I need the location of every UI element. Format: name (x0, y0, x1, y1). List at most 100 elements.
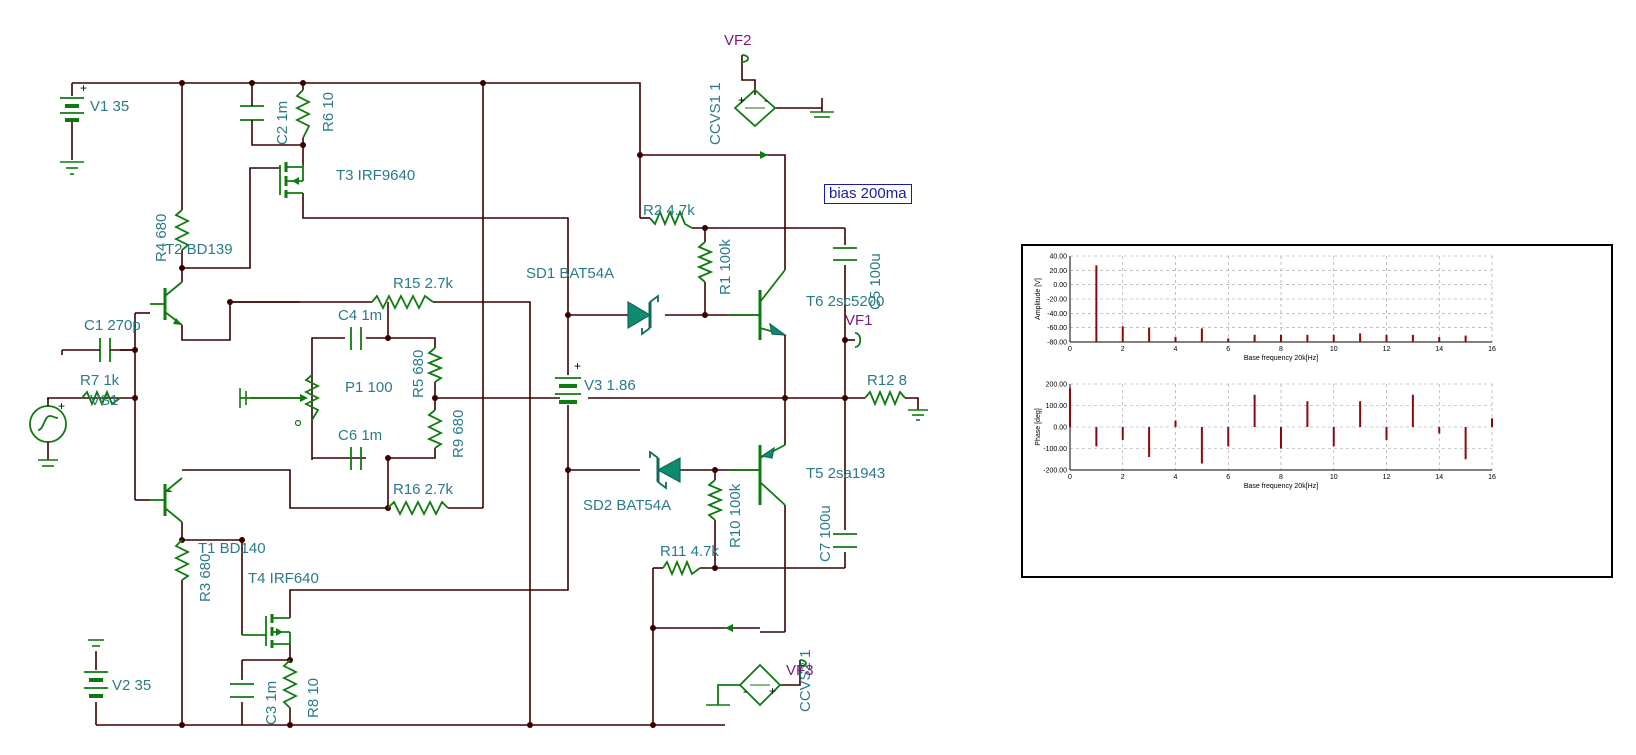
x-tick-label: 4 (1174, 346, 1178, 353)
resistor-r8 (281, 659, 299, 709)
capacitor-c5 (833, 247, 857, 261)
x-tick-label: 4 (1174, 474, 1178, 481)
x-tick-label: 12 (1383, 474, 1391, 481)
v1-plus-marker: + (80, 81, 87, 95)
label-t2: T2 BD139 (165, 241, 233, 258)
transistor-t2 (150, 281, 183, 326)
label-v3: V3 1.86 (584, 377, 636, 394)
y-axis-label: Amplitude [V] (1035, 278, 1042, 320)
x-tick-label: 6 (1226, 474, 1230, 481)
x-tick-label: 10 (1330, 474, 1338, 481)
x-tick-label: 10 (1330, 346, 1338, 353)
diode-sd2 (649, 450, 681, 490)
resistor-r1 (696, 241, 714, 283)
svg-text:-: - (764, 93, 768, 107)
label-r3: R3 680 (197, 554, 214, 602)
x-tick-label: 16 (1488, 346, 1496, 353)
y-axis-label: Phase [deg] (1035, 408, 1042, 445)
label-vs1: VS1 (90, 392, 118, 409)
y-tick-label: -60.00 (1047, 325, 1067, 332)
battery-v3 (555, 377, 581, 404)
capacitor-c4 (350, 327, 362, 350)
label-p1: P1 100 (345, 379, 393, 396)
x-tick-label: 6 (1226, 346, 1230, 353)
label-c3: C3 1m (263, 681, 280, 725)
probe-vf1 (845, 332, 862, 348)
potentiometer-p1 (239, 374, 321, 427)
label-sd1: SD1 BAT54A (526, 265, 614, 282)
wires (47, 55, 919, 726)
label-t6: T6 2sc5200 (806, 293, 884, 310)
label-vf1: VF1 (845, 312, 873, 329)
resistor-r9 (426, 409, 444, 449)
capacitor-c2 (240, 100, 264, 128)
label-ccvs2: CCVS2 1 (797, 649, 814, 712)
x-tick-label: 8 (1279, 474, 1283, 481)
x-axis-label: Base frequency 20k[Hz] (1244, 483, 1318, 490)
y-tick-label: 0.00 (1053, 282, 1067, 289)
label-r12: R12 8 (867, 372, 907, 389)
label-t4: T4 IRF640 (248, 570, 319, 587)
label-r7: R7 1k (80, 372, 120, 389)
label-r9: R9 680 (450, 410, 467, 458)
label-v2: V2 35 (112, 677, 151, 694)
svg-text:-: - (743, 684, 747, 698)
x-axis-label: Base frequency 20k[Hz] (1244, 355, 1318, 362)
mosfet-t3 (279, 162, 304, 198)
y-tick-label: -40.00 (1047, 311, 1067, 318)
x-tick-label: 12 (1383, 346, 1391, 353)
label-c5: C5 100u (867, 253, 884, 310)
label-r5: R5 680 (410, 350, 427, 398)
ccvs2-source: - + (706, 624, 782, 707)
x-tick-label: 2 (1121, 474, 1125, 481)
battery-v2 (84, 639, 108, 698)
diode-sd1 (627, 294, 659, 336)
label-v1: V1 35 (90, 98, 129, 115)
label-r11: R11 4.7k (660, 543, 719, 560)
vs1-plus-marker: + (58, 399, 65, 413)
y-tick-label: -80.00 (1047, 340, 1067, 347)
label-r10: R10 100k (727, 483, 744, 548)
label-r6: R6 10 (320, 92, 337, 132)
x-tick-label: 14 (1435, 346, 1443, 353)
probe-vf3 (799, 659, 807, 668)
signal-source-vs1 (29, 398, 67, 467)
svg-text:+: + (769, 684, 776, 698)
battery-v1 (60, 97, 84, 175)
svg-text:+: + (738, 93, 745, 107)
label-c1: C1 270p (84, 317, 141, 334)
label-t1: T1 BD140 (198, 540, 266, 557)
y-tick-label: 100.00 (1046, 403, 1068, 410)
y-tick-label: -200.00 (1043, 468, 1067, 475)
transistor-t6 (730, 269, 788, 340)
resistor-r11 (662, 559, 701, 577)
resistor-r10 (706, 479, 724, 521)
label-r2: R2 4.7k (643, 202, 695, 219)
label-t3: T3 IRF9640 (336, 167, 415, 184)
label-sd2: SD2 BAT54A (583, 497, 671, 514)
label-vf3: VF3 (786, 662, 814, 679)
transistor-t1 (150, 477, 183, 523)
label-c4: C4 1m (338, 307, 382, 324)
capacitor-c7 (833, 533, 857, 548)
resistor-r12 (864, 389, 928, 421)
resistor-r15 (371, 293, 434, 311)
y-tick-label: -100.00 (1043, 446, 1067, 453)
resistor-r6 (294, 89, 312, 139)
capacitor-c1 (62, 338, 135, 362)
label-r16: R16 2.7k (393, 481, 454, 498)
label-c2: C2 1m (274, 101, 291, 145)
resistor-r3 (173, 539, 191, 581)
x-tick-label: 14 (1435, 474, 1443, 481)
label-c6: C6 1m (338, 427, 382, 444)
resistor-r5 (426, 347, 444, 383)
y-tick-label: 0.00 (1053, 425, 1067, 432)
label-r4: R4 680 (153, 214, 170, 262)
x-tick-label: 8 (1279, 346, 1283, 353)
label-t5: T5 2sa1943 (806, 465, 885, 482)
